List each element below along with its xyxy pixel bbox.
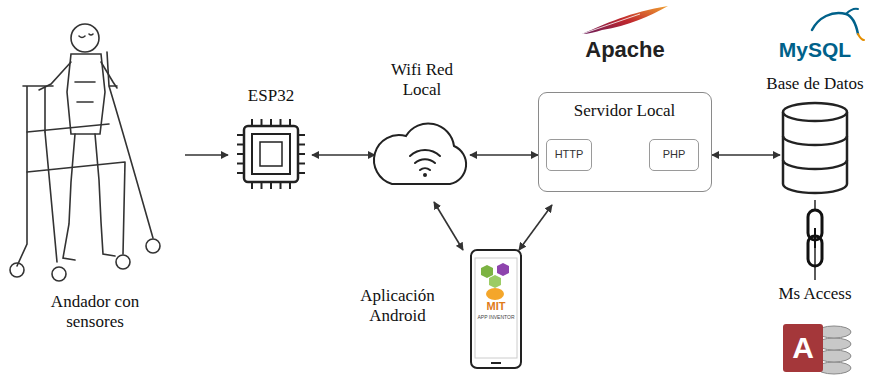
- apache-logo-text: Apache: [570, 38, 680, 62]
- node-label: Ms Access: [758, 284, 872, 304]
- node-label: HTTP: [547, 148, 591, 161]
- server-box: Servidor LocalHTTP PHP: [538, 92, 712, 192]
- connector-arrow: [312, 154, 375, 156]
- cloud-shape: [372, 60, 472, 192]
- node-label: PHP: [650, 148, 698, 161]
- process-box: PHP: [649, 139, 699, 171]
- wifi-cloud: Wifi Red Local: [372, 60, 472, 192]
- app-inventor-text: APP INVENTOR: [472, 315, 520, 321]
- mit-logo-text: MIT: [474, 300, 518, 312]
- node-label: Andador con sensores: [25, 292, 165, 333]
- connector-arrow: [712, 154, 780, 156]
- apache-feather: [582, 6, 668, 34]
- node-label: ESP32: [230, 86, 312, 106]
- connector-arrow: [470, 154, 538, 156]
- chain-link: [808, 210, 822, 266]
- process-box: HTTP: [546, 139, 592, 171]
- database-cylinder: Base de Datos: [758, 74, 872, 196]
- walker-figure: Andador con sensores: [5, 12, 185, 342]
- node-label: Servidor Local: [539, 101, 710, 121]
- connector-arrow: [185, 154, 228, 156]
- node-label: Base de Datos: [758, 74, 872, 94]
- esp32-chip: ESP32: [230, 86, 312, 190]
- mysql-dolphin: [812, 9, 864, 40]
- access-icon: Ms Access: [758, 282, 872, 382]
- access-letter: A: [783, 331, 823, 364]
- connector-arrow: [434, 202, 463, 250]
- connector-arrow: [519, 205, 552, 250]
- node-label: Aplicación Android: [335, 286, 460, 327]
- node-label: Wifi Red Local: [372, 60, 472, 101]
- mysql-logo-text: MySQL: [765, 38, 865, 61]
